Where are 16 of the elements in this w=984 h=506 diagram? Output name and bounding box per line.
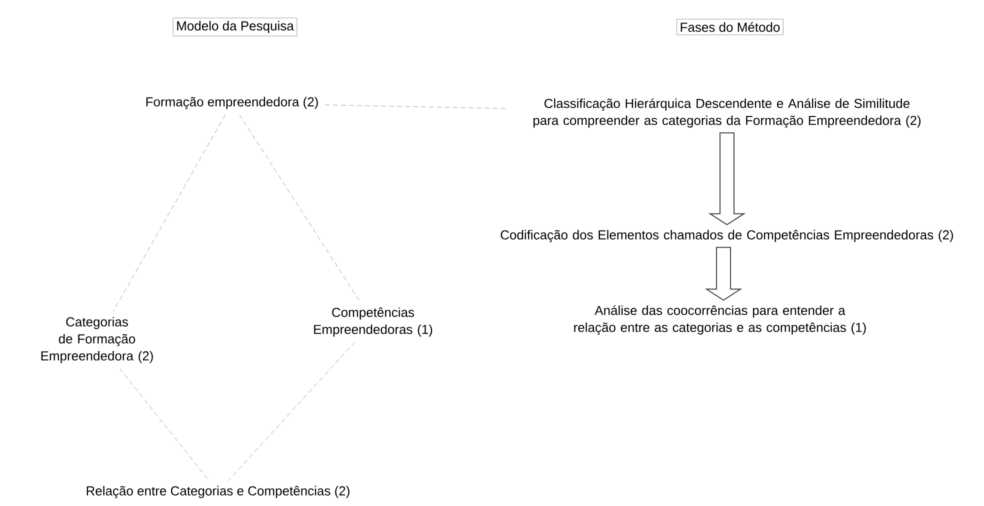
phase-text: Classificação Hierárquica Descendente e Análise de Similitude para compreender as categorias da Formação Empreendedora (2) (533, 98, 921, 128)
concept-label: Relação entre Categorias e Competências (2) (86, 486, 350, 498)
phase-text: Análise das coocorrências para entender a relação entre as categorias e as competências (1) (574, 305, 866, 335)
block-arrow (708, 132, 746, 226)
dashed-line (239, 114, 360, 302)
heading-box: Fases do Método (676, 18, 784, 36)
dashed-line (228, 342, 356, 481)
dashed-line (119, 368, 210, 481)
phase-text: Codificação dos Elementos chamados de Competências Empreendedoras (2) (500, 230, 954, 242)
concept-label: Formação empreendedora (2) (146, 96, 318, 110)
concept-label: Competências Empreendedoras (1) (314, 307, 432, 337)
dashed-line (113, 114, 226, 312)
heading-box: Modelo da Pesquisa (172, 18, 298, 36)
concept-label: Categorias de Formação Empreendedora (2) (41, 316, 153, 364)
block-arrow (704, 246, 742, 301)
dashed-line (324, 104, 506, 109)
